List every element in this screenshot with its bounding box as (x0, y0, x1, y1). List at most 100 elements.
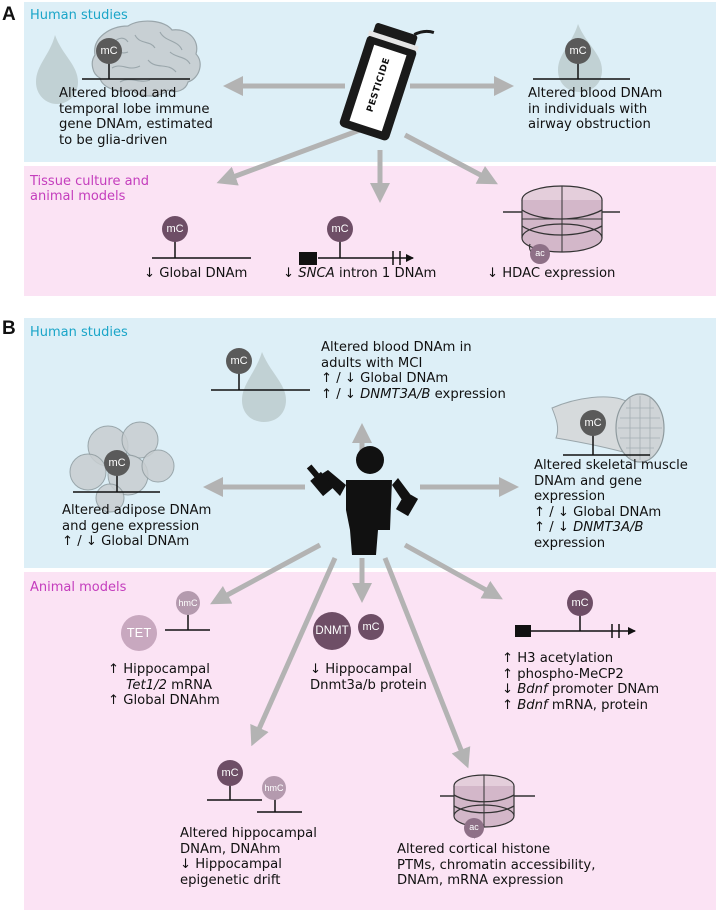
nucleosome-icon-a (503, 185, 620, 259)
text-line: Tet1/2 mRNA (108, 678, 220, 694)
down-arrow: ↓ (283, 266, 295, 281)
text-line: Altered cortical histone (397, 842, 551, 857)
text-part: promoter DNAm (547, 682, 660, 697)
panel-a-human-title: Human studies (30, 8, 128, 23)
text-line: epigenetic drift (180, 872, 281, 888)
panel-a-tissue-title-line1: Tissue culture and (30, 174, 150, 189)
text-line: DNAm and gene (534, 473, 643, 489)
mc-circle-b-adipose: mC (104, 450, 130, 476)
panel-b-adipose-stem (73, 474, 160, 493)
text-part: expression (430, 386, 506, 402)
gene-name-snca: SNCA (298, 266, 335, 281)
text-line: and gene expression (62, 518, 200, 534)
text-line: Dnmt3a/b protein (310, 677, 427, 693)
panel-a-human-right-text: Altered blood DNAm in individuals with a… (528, 86, 662, 133)
mc-circle-bdnf: mC (567, 590, 593, 616)
gene-box-snca (299, 252, 317, 265)
blood-drop-b (242, 352, 286, 422)
text-line: Altered blood DNAm (528, 86, 663, 101)
mc-circle-b-muscle: mC (580, 410, 606, 436)
panel-b-tet-text: ↑ Hippocampal Tet1/2 mRNA ↑ Global DNAhm (108, 662, 220, 709)
text-line: ↑ Hippocampal (108, 662, 210, 677)
text-line: Altered skeletal muscle (534, 458, 688, 473)
panel-a-model-stems (152, 237, 414, 265)
text-line: Altered adipose DNAm (62, 503, 212, 518)
panel-b-adipose-text: Altered adipose DNAm and gene expression… (62, 503, 211, 550)
text-line: airway obstruction (528, 117, 651, 132)
text-line: ↑ Bdnf mRNA, protein (502, 698, 659, 714)
mc-circle-a-global: mC (162, 216, 188, 242)
mc-circle-a-right: mC (565, 38, 591, 64)
hmc-circle-tet: hmC (176, 591, 200, 615)
text-line: ↑ Global DNAhm (108, 693, 220, 708)
gene-name-bdnf: Bdnf (517, 697, 548, 713)
panel-a-tissue-title-line2: animal models (30, 189, 126, 204)
ac-circle-a: ac (530, 244, 550, 264)
panel-b-letter: B (2, 318, 16, 339)
text-line: expression (534, 489, 606, 504)
text-line: expression (534, 535, 606, 551)
panel-b-animal-title: Animal models (30, 580, 127, 595)
panel-a-human-left-text: Altered blood and temporal lobe immune g… (59, 86, 213, 148)
text-line: gene DNAm, estimated (59, 117, 213, 132)
text-line: temporal lobe immune (59, 101, 210, 117)
panel-a-arrows (216, 76, 514, 203)
text-line: ↑ H3 acetylation (502, 651, 614, 666)
ac-circle-b: ac (464, 818, 484, 838)
panel-b-hippo-stems (207, 783, 302, 813)
text-line: ↑ / ↓ DNMT3A/B expression (321, 387, 506, 403)
exercise-person-icon (306, 446, 419, 555)
mc-circle-hippo: mC (217, 760, 243, 786)
panel-b-bdnf-text: ↑ H3 acetylation ↑ phospho-MeCP2 ↓ Bdnf … (502, 651, 659, 713)
text-part: ↑ / ↓ (321, 386, 361, 402)
text-line: ↑ / ↓ Global DNAm (321, 371, 449, 386)
panel-b-human-title: Human studies (30, 325, 128, 340)
text-line: DNAm, DNAhm (180, 841, 281, 857)
text-line: ↓ Hippocampal (310, 662, 412, 677)
nucleosome-icon-b (440, 774, 535, 839)
panel-b-bdnf-stem (530, 612, 636, 638)
text-line: ↑ / ↓ Global DNAm (62, 534, 190, 549)
panel-a-tissue-title: Tissue culture and animal models (30, 174, 149, 204)
panel-b-tet-stem (165, 614, 210, 631)
text-line: in individuals with (528, 101, 648, 117)
panel-a-model2-text: ↓ SNCA intron 1 DNAm (283, 266, 436, 282)
mc-circle-a-snca: mC (327, 216, 353, 242)
text-part: mRNA (166, 677, 213, 693)
hmc-circle-hippo: hmC (262, 776, 286, 800)
gene-name-tet12: Tet1/2 (126, 677, 167, 693)
blood-drop-a-left (36, 35, 78, 104)
panel-b-arrows (203, 423, 519, 769)
panel-a-human-stems (82, 58, 630, 80)
adipose-cells-icon (69, 421, 175, 513)
gene-name-dnmt3ab: DNMT3A/B (360, 386, 431, 402)
text-part: ↑ (502, 697, 518, 713)
panel-a-model1-text: ↓ Global DNAm (144, 266, 248, 281)
text-line: DNAm, mRNA expression (397, 873, 564, 888)
gene-name-dnmt3ab: DNMT3A/B (573, 520, 644, 535)
panel-b-cortical-text: Altered cortical histone PTMs, chromatin… (397, 842, 595, 889)
mc-circle-dnmt: mC (358, 614, 384, 640)
gene-box-bdnf (515, 625, 531, 637)
text-line: PTMs, chromatin accessibility, (397, 857, 596, 873)
panel-b-dnmt-text: ↓ Hippocampal Dnmt3a/b protein (310, 662, 427, 693)
text-line: Altered blood and (59, 86, 177, 101)
text-line: Altered hippocampal (180, 826, 317, 841)
panel-a-letter: A (2, 4, 16, 25)
text-line: ↑ / ↓ Global DNAm (534, 504, 662, 520)
pesticide-can-icon (339, 23, 435, 141)
text-line: adults with MCI (321, 355, 423, 371)
text-line: ↓ Bdnf promoter DNAm (502, 682, 659, 698)
text-part: ↑ / ↓ (534, 520, 574, 535)
text-line: ↑ phospho-MeCP2 (502, 666, 624, 682)
muscle-icon (551, 393, 665, 463)
text-line: ↑ / ↓ DNMT3A/B (534, 520, 688, 536)
dnmt-circle: DNMT (313, 612, 351, 650)
text-part: ↓ (502, 682, 518, 697)
mc-circle-a-brain: mC (96, 38, 122, 64)
text-part: mRNA, protein (547, 697, 649, 713)
gene-name-bdnf: Bdnf (517, 682, 548, 697)
panel-b-muscle-text: Altered skeletal muscle DNAm and gene ex… (534, 458, 688, 551)
panel-a-model3-text: ↓ HDAC expression (487, 266, 616, 281)
